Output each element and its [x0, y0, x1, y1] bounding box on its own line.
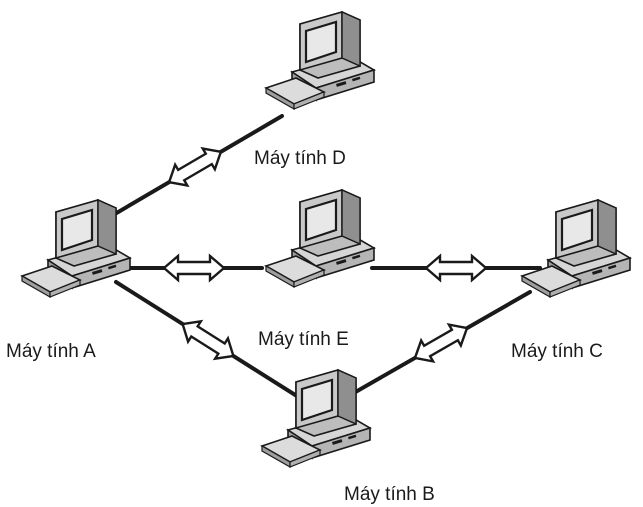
nodes-layer [20, 10, 632, 469]
double-arrow-icon [407, 316, 475, 370]
label-computer-e: Máy tính E [258, 329, 349, 350]
double-arrow-icon [161, 140, 229, 194]
label-computer-d: Máy tính D [254, 148, 346, 169]
computer-d-desktop-computer-icon [264, 10, 376, 111]
label-computer-b: Máy tính B [344, 484, 435, 505]
computer-e-desktop-computer-icon [264, 188, 376, 289]
label-computer-c: Máy tính C [511, 341, 603, 362]
double-arrow-icon [175, 312, 241, 368]
double-arrow-icon [162, 254, 226, 282]
computer-c-desktop-computer-icon [520, 198, 632, 299]
computer-a-desktop-computer-icon [20, 198, 132, 299]
double-arrow-icon [424, 254, 488, 282]
labels-layer: Máy tính A Máy tính B Máy tính C Máy tín… [6, 148, 603, 505]
label-computer-a: Máy tính A [6, 341, 96, 362]
